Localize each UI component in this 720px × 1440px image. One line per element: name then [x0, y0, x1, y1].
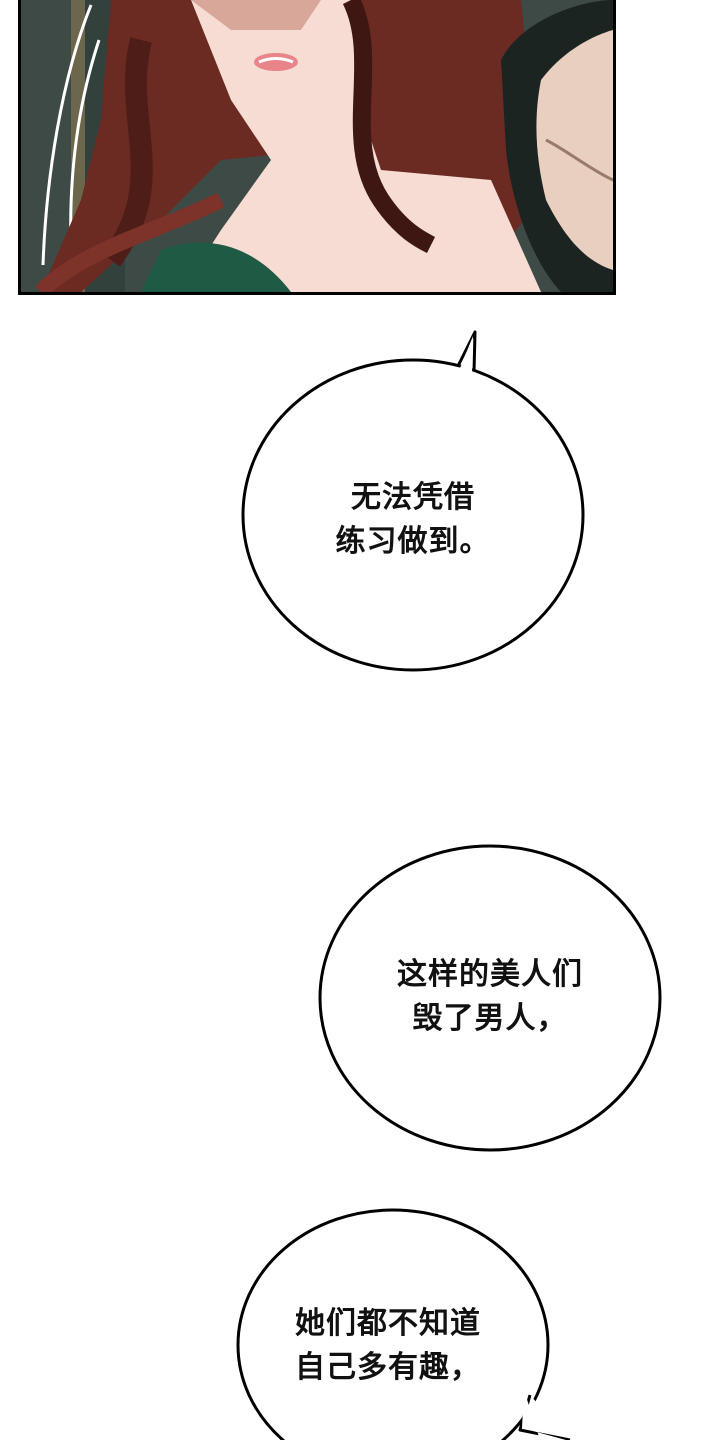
comic-panel: [18, 0, 616, 295]
speech-bubble-3-text: 她们都不知道 自己多有趣，: [238, 1302, 538, 1390]
speech-bubble-1: [241, 330, 585, 672]
bubble-line: 毁了男人，: [412, 1001, 568, 1036]
speech-bubble-3: [236, 1208, 571, 1440]
speech-bubble-1-text: 无法凭借 练习做到。: [243, 476, 583, 564]
bubble-line: 她们都不知道: [295, 1306, 481, 1341]
speech-bubble-2-text: 这样的美人们 毁了男人，: [320, 953, 660, 1041]
bubble-line: 这样的美人们: [397, 957, 583, 992]
bubble-line: 无法凭借: [351, 480, 475, 515]
speech-bubble-2: [318, 844, 662, 1152]
bubble-line: 自己多有趣，: [295, 1350, 481, 1385]
bubble-line: 练习做到。: [335, 524, 491, 559]
panel-illustration: [21, 0, 613, 292]
